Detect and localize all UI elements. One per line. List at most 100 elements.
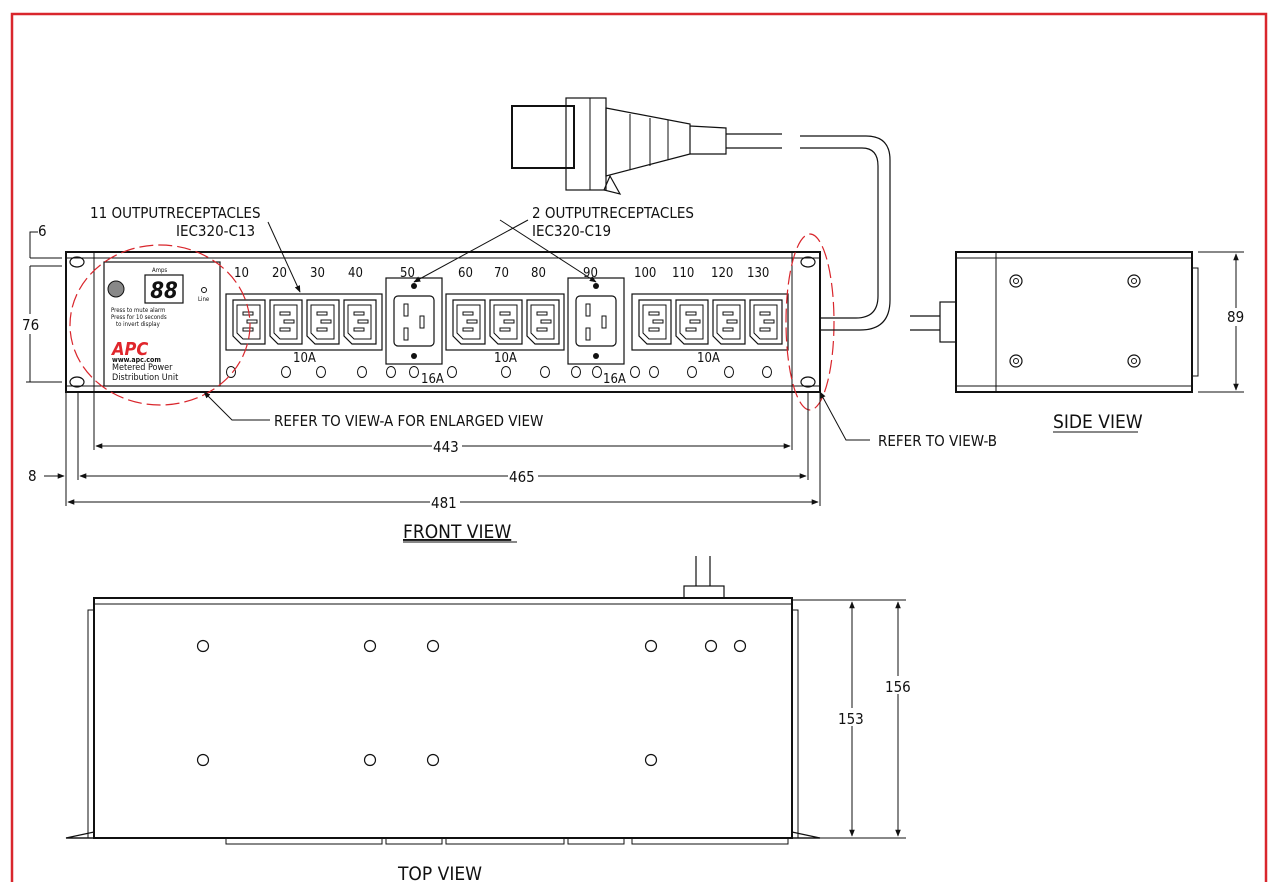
c19-socket-icon [393,283,435,359]
product-name-2: Distribution Unit [112,373,178,383]
pdu-front-body [65,251,821,393]
display-panel [103,261,221,387]
refer-view-a-label: REFER TO VIEW-A FOR ENLARGED VIEW [274,412,543,430]
hole-icon [196,753,210,767]
indicator-ring-icon [409,366,419,378]
indicator-ring-icon [357,366,367,378]
c19-type-label: IEC320-C19 [532,222,611,240]
c19-socket-icon [575,283,617,359]
side-body [955,251,1193,393]
screw-icon [1127,354,1141,368]
hole-icon [704,639,718,653]
mount-hole-icon [800,256,816,268]
dim-153: 153 [838,710,864,728]
c13-socket-icon [526,299,560,345]
indicator-ring-icon [501,366,511,378]
line-label: Line [198,296,210,303]
indicator-ring-icon [316,366,326,378]
display-digits: 88 [150,279,178,304]
outlet-number: 60 [458,266,473,281]
hole-icon [733,639,747,653]
dim-6: 6 [38,222,47,240]
dim-443: 443 [433,438,459,456]
c13-group-1 [225,293,383,351]
outlet-number: 100 [634,266,656,281]
screw-icon [1127,274,1141,288]
outlet-number: 20 [272,266,287,281]
status-circle-row [226,366,772,378]
c13-socket-icon [712,299,746,345]
website-text: www.apc.com [112,356,161,364]
side-view [910,251,1244,393]
view-b-callout [785,233,835,411]
power-plug [511,97,891,331]
c13-socket-icon [675,299,709,345]
hole-icon [363,639,377,653]
front-view: Amps 88 Line Press to mute alarm Press f… [26,97,891,506]
outlet-number: 130 [747,266,769,281]
indicator-ring-icon [540,366,550,378]
indicator-ring-icon [762,366,772,378]
apc-logo: APC [110,339,148,360]
c13-count-label: 11 OUTPUTRECEPTACLES [90,204,261,222]
indicator-ring-icon [386,366,396,378]
indicator-ring-icon [724,366,734,378]
rating-10a-group3: 10A [697,351,720,366]
side-view-title: SIDE VIEW [1053,411,1143,433]
indicator-ring-icon [226,366,236,378]
indicator-ring-icon [281,366,291,378]
top-body [93,597,793,839]
indicator-ring-icon [592,366,602,378]
outlet-number: 50 [400,266,415,281]
rating-10a-group2: 10A [494,351,517,366]
view-a-callout [69,244,251,406]
hole-icon [426,639,440,653]
top-view-title: TOP VIEW [397,863,482,882]
hole-icon [644,639,658,653]
product-name-1: Metered Power [112,363,173,373]
front-view-title: FRONT VIEW [403,521,511,543]
c13-socket-icon [269,299,303,345]
mount-hole-icon [69,376,85,388]
hole-icon [426,753,440,767]
screw-icon [1009,354,1023,368]
c13-socket-icon [452,299,486,345]
c19-count-label: 2 OUTPUTRECEPTACLES [532,204,694,222]
c13-socket-icon [489,299,523,345]
panel-note-2: Press for 10 seconds [111,314,167,321]
c13-type-label: IEC320-C13 [176,222,255,240]
dim-156: 156 [885,678,911,696]
outlet-number: 40 [348,266,363,281]
c13-group-3 [631,293,789,351]
c13-socket-icon [749,299,783,345]
mute-button-icon [107,280,125,298]
indicator-ring-icon [687,366,697,378]
top-view [65,556,906,845]
line-indicator-icon [201,287,207,293]
outlet-number: 10 [234,266,249,281]
c13-socket-icon [638,299,672,345]
mount-hole-icon [69,256,85,268]
outlet-number: 110 [672,266,694,281]
panel-note-3: to invert display [116,321,161,328]
hole-icon [196,639,210,653]
outlet-number: 80 [531,266,546,281]
rating-10a-group1: 10A [293,351,316,366]
indicator-ring-icon [649,366,659,378]
dim-8: 8 [28,467,37,485]
panel-note-1: Press to mute alarm [111,307,165,314]
c13-group-2 [445,293,565,351]
dim-89: 89 [1227,308,1244,326]
indicator-ring-icon [447,366,457,378]
screw-icon [1009,274,1023,288]
c13-socket-icon [343,299,377,345]
mount-hole-icon [800,376,816,388]
dim-465: 465 [509,468,535,486]
indicator-ring-icon [630,366,640,378]
indicator-ring-icon [571,366,581,378]
c13-socket-icon [306,299,340,345]
segment-display [144,274,184,304]
